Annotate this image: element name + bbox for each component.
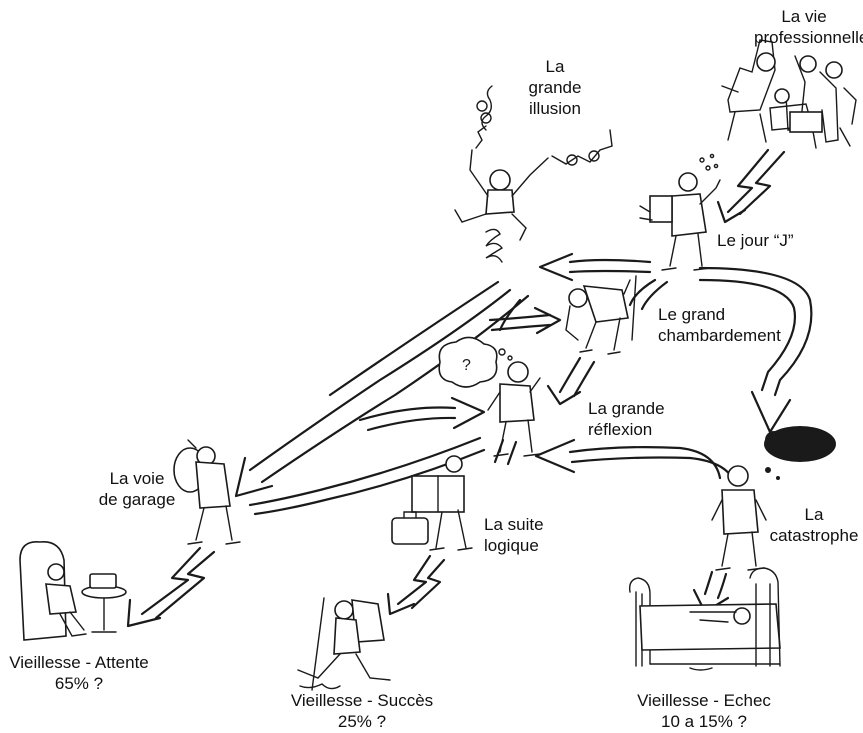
arrow-garage-to-attente — [128, 548, 214, 626]
label-grande-reflexion: La grande réflexion — [588, 398, 665, 440]
arrow-reflexion-to-suite — [495, 440, 516, 464]
arrow-jour-to-illusion — [540, 254, 650, 280]
label-vie-professionnelle: La vie professionnelle — [754, 6, 854, 48]
man-in-bed-illustration — [630, 568, 780, 670]
label-grande-illusion: La grande illusion — [520, 56, 590, 119]
svg-text:?: ? — [462, 357, 471, 374]
thinking-man-illustration: ? — [439, 337, 540, 456]
outcome-succes: Vieillesse - Succès 25% ? — [280, 690, 444, 732]
arrow-garage-to-reflexion — [360, 398, 484, 430]
label-voie-de-garage: La voie de garage — [96, 468, 178, 510]
celebrating-man-illustration — [640, 154, 720, 270]
arrow-chambardement-to-illusion — [490, 300, 560, 333]
outcome-echec: Vieillesse - Echec 10 a 15% ? — [622, 690, 786, 732]
dark-cloud-icon — [764, 426, 836, 480]
arrow-suite-to-succes — [388, 556, 444, 614]
arrow-catastrophe-to-reflexion — [536, 440, 735, 484]
sad-man-with-sack-illustration — [174, 440, 240, 544]
angry-man-illustration — [712, 466, 766, 570]
label-jour-j: Le jour “J” — [717, 230, 794, 251]
flow-arrows — [128, 150, 811, 626]
confused-man-illustration — [566, 276, 636, 354]
label-grand-chambardement: Le grand chambardement — [658, 304, 781, 346]
arrow-vie-to-jour — [718, 150, 784, 222]
arrow-chambardement-to-garage — [236, 282, 528, 496]
waiting-old-man-illustration — [20, 542, 126, 640]
label-catastrophe: La catastrophe — [768, 504, 860, 546]
office-workers-illustration — [722, 40, 856, 148]
hiker-illustration — [298, 598, 390, 690]
arrow-jour-to-catastrophe — [700, 268, 811, 432]
outcome-attente: Vieillesse - Attente 65% ? — [0, 652, 158, 694]
label-suite-logique: La suite logique — [484, 514, 544, 556]
